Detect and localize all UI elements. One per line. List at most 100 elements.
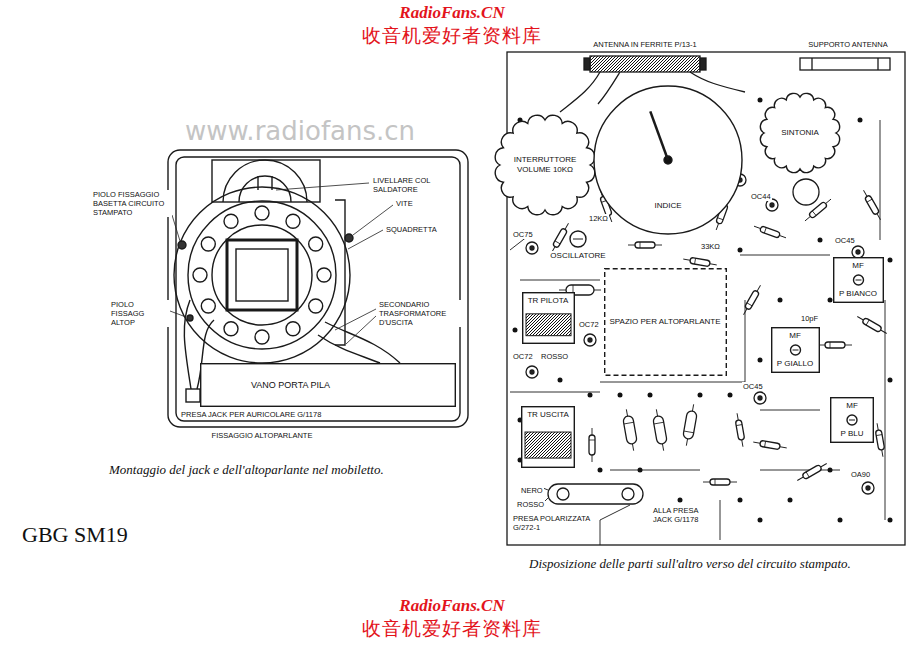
watermark: RadioFans.CN [398, 3, 505, 23]
resistor-body [635, 242, 655, 248]
speaker-peg [187, 315, 193, 321]
speaker-hole [224, 214, 238, 228]
resistor-lead [864, 190, 881, 219]
resistor-symbol [861, 189, 883, 221]
part-label: OSCILLATORE [549, 251, 606, 261]
resistor-band [684, 431, 694, 433]
part-label: SINTONIA [780, 128, 820, 138]
resistor-body [802, 464, 822, 479]
callout-label: OC75 [512, 230, 534, 239]
resistor-band [867, 199, 872, 202]
resistor-body [864, 195, 879, 215]
resistor-band [589, 440, 595, 441]
resistor-band [866, 320, 869, 325]
wire [720, 500, 721, 540]
coil-slot [573, 239, 583, 240]
resistor-lead [552, 223, 569, 252]
transformer-frame [522, 407, 575, 468]
speaker-hole [309, 299, 323, 313]
part-xfmr: TR PILOTA [522, 292, 575, 344]
resistor-symbol [681, 403, 698, 446]
resistor-symbol [683, 256, 718, 268]
if-core-slot [849, 420, 855, 421]
transformer-winding [526, 314, 571, 336]
transistor-pin [770, 203, 774, 207]
resistor-band [765, 441, 766, 447]
resistor-symbol [856, 314, 888, 336]
wire [740, 255, 830, 256]
transistor-can [526, 366, 538, 378]
part-label: INTERRUTTORE [513, 155, 578, 165]
resistor-band [830, 342, 831, 348]
speaker-magnet [227, 240, 297, 310]
part-label: VOLUME 10KΩ [516, 165, 574, 175]
leader-line [276, 183, 369, 190]
callout-label: SQUADRETTA [385, 225, 438, 234]
speaker-cone [212, 225, 312, 325]
part-mf: MFP BIANCO [833, 257, 884, 303]
callout-label: SUPPORTO ANTENNA [807, 40, 888, 49]
callout-label: LIVELLARE COL SALDATORE [372, 176, 452, 194]
resistor-band [555, 241, 560, 244]
callout-label: VITE [395, 199, 414, 208]
part-xfmr: TR USCITA [521, 406, 575, 468]
callout-label: 10pF [800, 314, 819, 323]
solder-point [598, 468, 603, 473]
resistor-body [760, 226, 781, 238]
screw [345, 234, 353, 242]
speaker-hole [201, 299, 215, 313]
callout-label: SECONDARIO TRASFORMATORE D'USCITA [378, 300, 462, 327]
callout-label: OC45 [834, 236, 856, 245]
transistor-pin [530, 370, 534, 374]
resistor-symbol [628, 242, 662, 248]
part-label: TR USCITA [526, 410, 570, 420]
wire [760, 410, 820, 411]
transistor-can [754, 392, 766, 404]
speaker-hole [255, 206, 269, 220]
speaker-hole [317, 268, 331, 282]
callout-label: OC44 [750, 192, 772, 201]
secondary-lead [318, 335, 380, 363]
resistor-body [735, 420, 744, 441]
resistor-body [683, 410, 698, 439]
watermark: 收音机爱好者资料库 [361, 617, 543, 640]
part-coil: OSCILLATORE [544, 229, 612, 265]
resistor-band [640, 242, 641, 248]
solder-point [648, 393, 653, 398]
resistor-lead [797, 464, 826, 481]
callout-label: PIOLO FISSAGG ALTOP [110, 300, 170, 327]
solder-point [513, 328, 518, 333]
watermark: www.radiofans.cn [184, 116, 416, 147]
resistor-lead [744, 285, 761, 314]
rod-cap [700, 58, 706, 70]
transistor-can [862, 482, 874, 494]
part-rect: VANO PORTA PILA [200, 363, 456, 407]
resistor-band [806, 472, 809, 477]
box-outline [201, 364, 456, 407]
resistor-symbol [753, 223, 787, 240]
solder-tab [257, 176, 258, 190]
part-label: MF [851, 261, 865, 271]
resistor-band [715, 479, 716, 485]
part-label: P BLU [840, 429, 865, 439]
if-core [853, 275, 863, 285]
callout-label: FISSAGGIO ALTOPARLANTE [211, 431, 314, 440]
support-bar [877, 58, 878, 70]
bracket [335, 200, 345, 345]
part-dashed: SPAZIO PER ALTOPARLANTE [604, 268, 727, 376]
speaker-hole [309, 237, 323, 251]
speaker-hole [255, 330, 269, 344]
if-core-slot [792, 350, 798, 351]
resistor-symbol [621, 408, 638, 451]
callout-label: 33KΩ [700, 242, 721, 251]
resistor-lead [805, 199, 831, 221]
if-transformer-can [771, 328, 819, 373]
transistor-pin [588, 338, 592, 342]
speaker-hole [224, 322, 238, 336]
cabinet-outline [168, 150, 468, 427]
callout-label: ROSSO [540, 352, 569, 361]
speaker-hole [193, 268, 207, 282]
resistor-symbol [753, 439, 788, 451]
speaker-hole [286, 322, 300, 336]
transformer-winding [525, 432, 571, 458]
